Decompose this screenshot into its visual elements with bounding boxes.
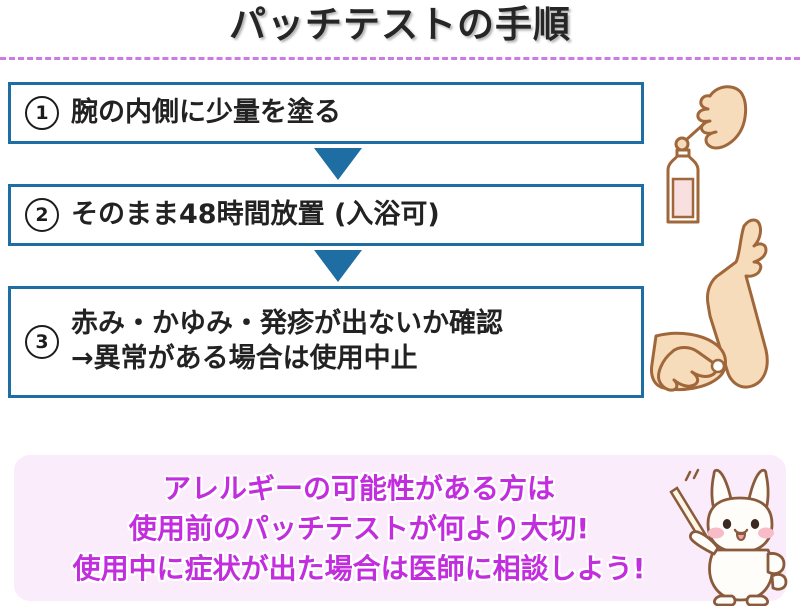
title-divider [0, 57, 800, 60]
step-number-1: 1 [25, 96, 59, 130]
arm-with-applying-hand-illustration [648, 200, 798, 414]
advice-banner-text: アレルギーの可能性がある方は 使用前のパッチテストが何より大切! 使用中に症状が… [72, 472, 646, 585]
step-text-3: 赤み・かゆみ・発疹が出ないか確認 →異常がある場合は使用中止 [71, 308, 503, 374]
advice-banner: アレルギーの可能性がある方は 使用前のパッチテストが何より大切! 使用中に症状が… [14, 455, 786, 601]
step-box-2: 2 そのまま48時間放置 (入浴可) [8, 184, 644, 246]
step-box-1: 1 腕の内側に少量を塗る [8, 82, 644, 144]
arrow-1-wrap [8, 144, 644, 184]
hand-with-dropper-and-bottle-illustration [660, 78, 790, 232]
step-text-1: 腕の内側に少量を塗る [71, 97, 341, 129]
step-number-3: 3 [25, 325, 59, 359]
step-number-2: 2 [25, 198, 59, 232]
arrow-2-wrap [8, 246, 644, 286]
step-text-2: そのまま48時間放置 (入浴可) [71, 199, 440, 231]
page-title: パッチテストの手順 [229, 3, 571, 46]
step-box-3: 3 赤み・かゆみ・発疹が出ないか確認 →異常がある場合は使用中止 [8, 286, 644, 398]
steps-flow: 1 腕の内側に少量を塗る 2 そのまま48時間放置 (入浴可) 3 赤み・かゆみ… [8, 82, 644, 398]
down-arrow-icon [314, 148, 362, 180]
down-arrow-icon [314, 250, 362, 282]
rabbit-with-pointer-illustration [662, 458, 797, 610]
